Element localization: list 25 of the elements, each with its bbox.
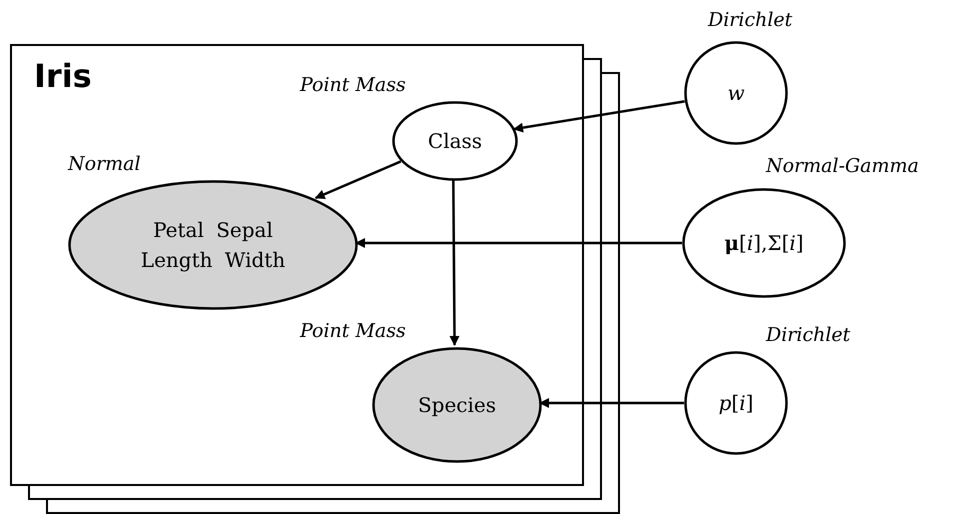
- variable-label: Class: [428, 128, 482, 155]
- variable-label: μ[i],Σ[i]: [724, 230, 804, 257]
- arrow: [314, 160, 402, 200]
- variable-label: w: [727, 80, 745, 107]
- distribution-label: Point Mass: [300, 73, 406, 98]
- variable-ellipse: [68, 180, 358, 310]
- variable-ellipse: [372, 347, 542, 463]
- variable-ellipse: [392, 101, 518, 181]
- distribution-label: Point Mass: [300, 319, 406, 344]
- plate-box: [10, 44, 584, 486]
- arrow: [450, 179, 460, 346]
- variable-label: Petal Sepal Length Width: [140, 217, 286, 274]
- variable-label: Species: [418, 392, 496, 419]
- arrow: [539, 398, 684, 408]
- variable-ellipse: [684, 351, 788, 455]
- distribution-label: Dirichlet: [708, 8, 792, 33]
- distribution-label: Normal: [68, 152, 141, 177]
- variable-ellipse: [684, 41, 788, 145]
- variable-label: p[i]: [718, 390, 754, 417]
- arrow: [355, 238, 682, 248]
- distribution-label: Dirichlet: [766, 323, 850, 348]
- distribution-label: Normal-Gamma: [766, 154, 919, 179]
- variable-ellipse: [682, 188, 846, 298]
- plate-title: Iris: [34, 60, 92, 92]
- arrow: [513, 100, 685, 133]
